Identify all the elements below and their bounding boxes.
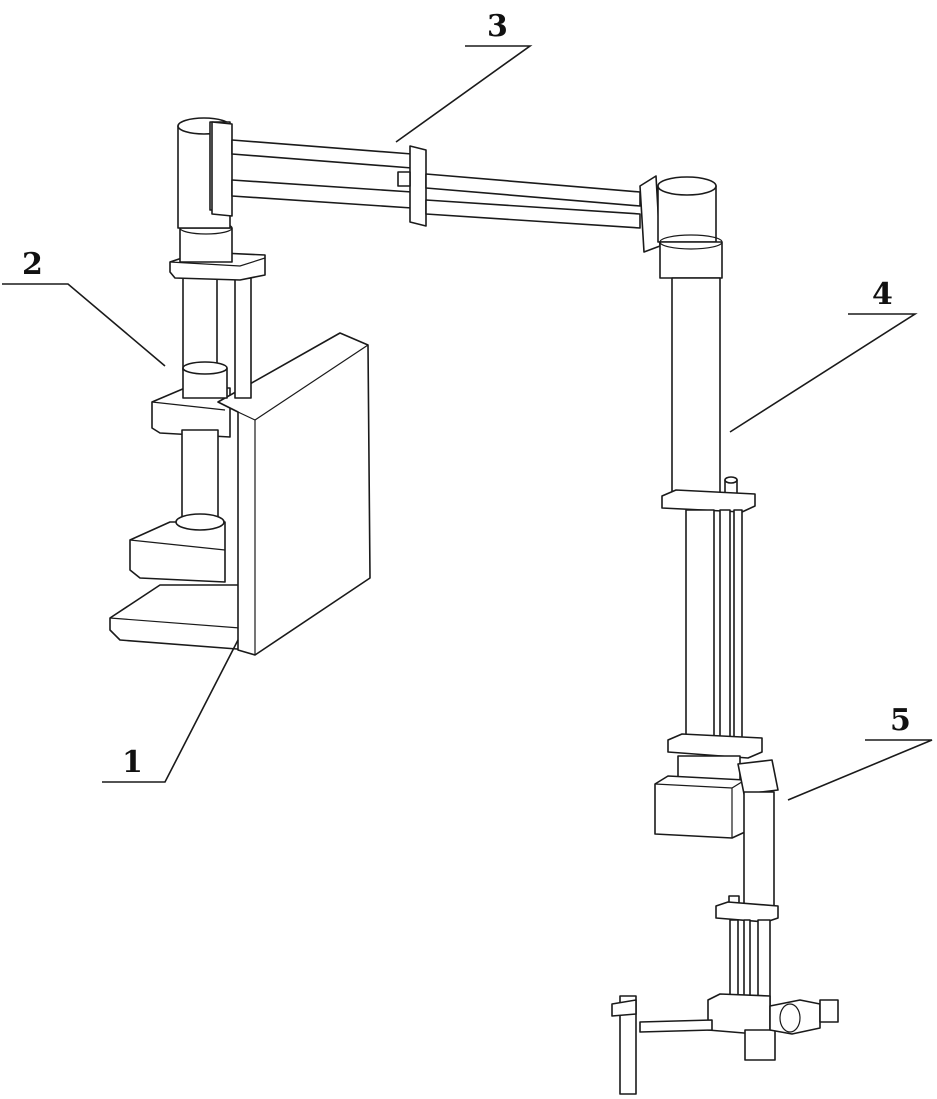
end-effector bbox=[612, 760, 838, 1094]
label-1: 1 bbox=[122, 745, 143, 780]
leader-lines bbox=[2, 46, 932, 800]
right-column bbox=[658, 177, 762, 786]
horizontal-arm bbox=[212, 122, 660, 252]
label-2: 2 bbox=[22, 247, 43, 282]
label-5: 5 bbox=[890, 703, 911, 738]
label-4: 4 bbox=[872, 277, 893, 312]
label-3: 3 bbox=[487, 9, 508, 44]
